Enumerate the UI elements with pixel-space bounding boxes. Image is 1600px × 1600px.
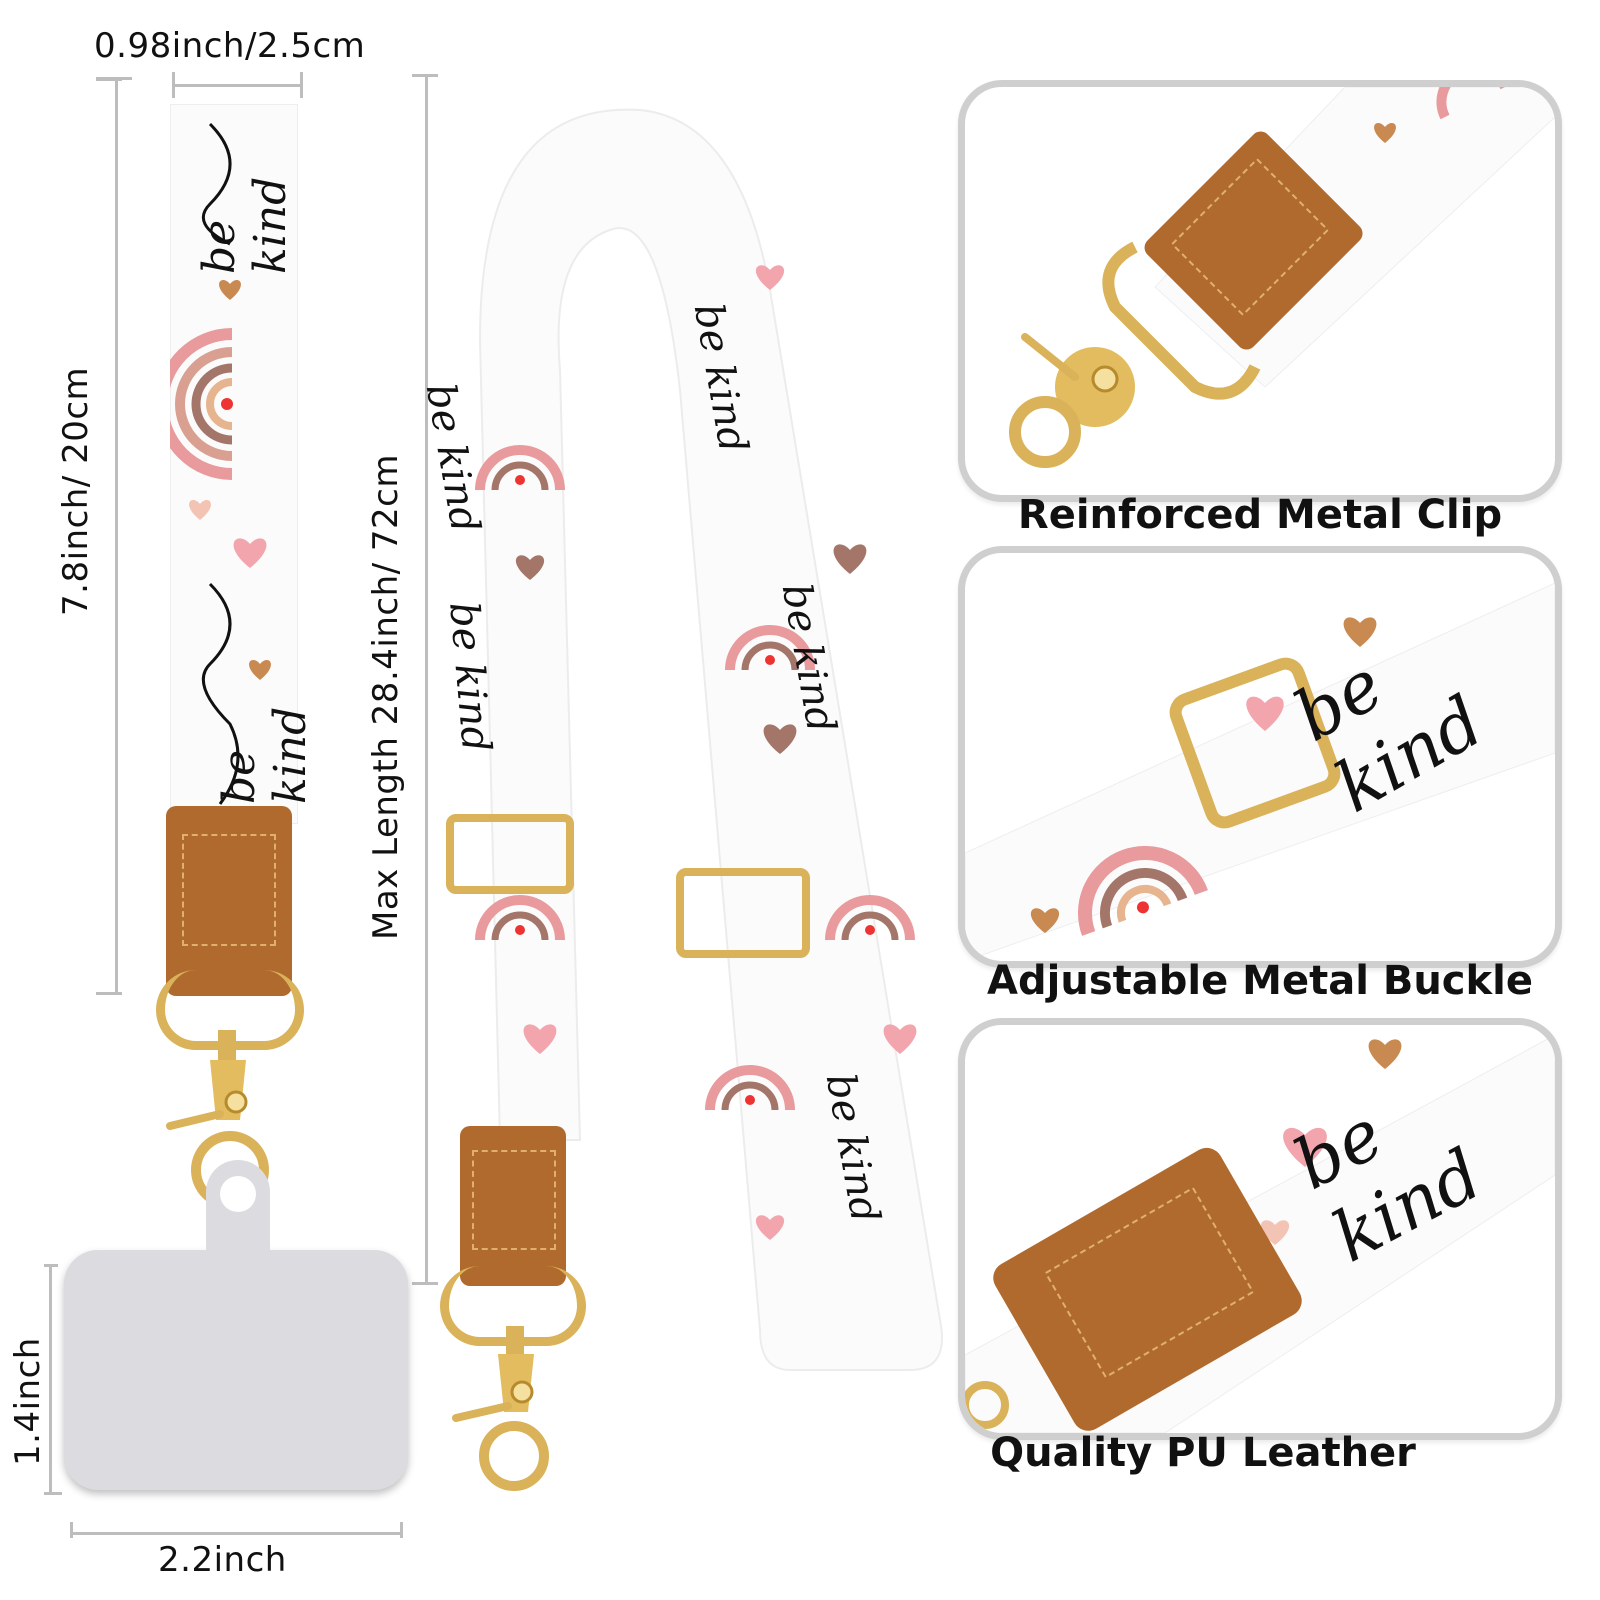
dimension-tick <box>44 1264 58 1267</box>
tether-hole <box>220 1176 256 1212</box>
leather-tab <box>460 1126 566 1286</box>
card-height-label: 1.4inch <box>8 1337 48 1466</box>
adjustable-buckle <box>676 868 810 958</box>
strap-text: be kind <box>194 176 296 274</box>
leather-stitching <box>182 834 276 946</box>
leather-tab <box>166 806 292 996</box>
metal-buckle-icon <box>965 582 1555 961</box>
card-width-label: 2.2inch <box>158 1540 287 1580</box>
feature-caption: Quality PU Leather <box>990 1430 1416 1476</box>
dimension-tick <box>412 74 438 77</box>
pu-leather-icon <box>965 1034 1555 1433</box>
dimension-line <box>174 84 302 87</box>
dimension-tick <box>400 1522 403 1538</box>
lobster-clip-icon <box>452 1326 549 1491</box>
feature-panel-metal-buckle: be kind <box>958 546 1562 968</box>
dimension-tick <box>44 1492 62 1495</box>
dimension-tick <box>96 78 122 81</box>
lanyard-strap <box>475 108 943 1371</box>
phone-tether-card <box>64 1250 408 1490</box>
dimension-tick <box>70 1522 73 1538</box>
adjustable-buckle <box>446 814 574 894</box>
dimension-tick <box>412 1282 438 1285</box>
strap-text: be kind <box>214 706 316 804</box>
phone-tether-tab <box>206 1160 270 1270</box>
dimension-tick <box>172 72 175 98</box>
dimension-line <box>425 74 428 1284</box>
feature-caption: Adjustable Metal Buckle <box>987 958 1533 1004</box>
dimension-tick <box>300 72 303 98</box>
dimension-tick <box>96 992 122 995</box>
leather-stitching <box>472 1150 556 1250</box>
feature-caption: Reinforced Metal Clip <box>1017 492 1503 538</box>
wristlet-strap: be kind be kind <box>156 104 316 824</box>
metal-clip-icon <box>1009 87 1555 468</box>
lanyard-length-label: Max Length 28.4inch/ 72cm <box>366 454 406 940</box>
feature-panel-pu-leather: be kind <box>958 1018 1562 1440</box>
wristlet-length-label: 7.8inch/ 20cm <box>56 366 96 616</box>
dimension-line <box>70 1532 402 1535</box>
feature-panel-metal-clip <box>958 80 1562 502</box>
wristlet-width-label: 0.98inch/2.5cm <box>94 26 366 66</box>
dimension-line <box>49 1264 52 1494</box>
dimension-line <box>115 78 118 993</box>
